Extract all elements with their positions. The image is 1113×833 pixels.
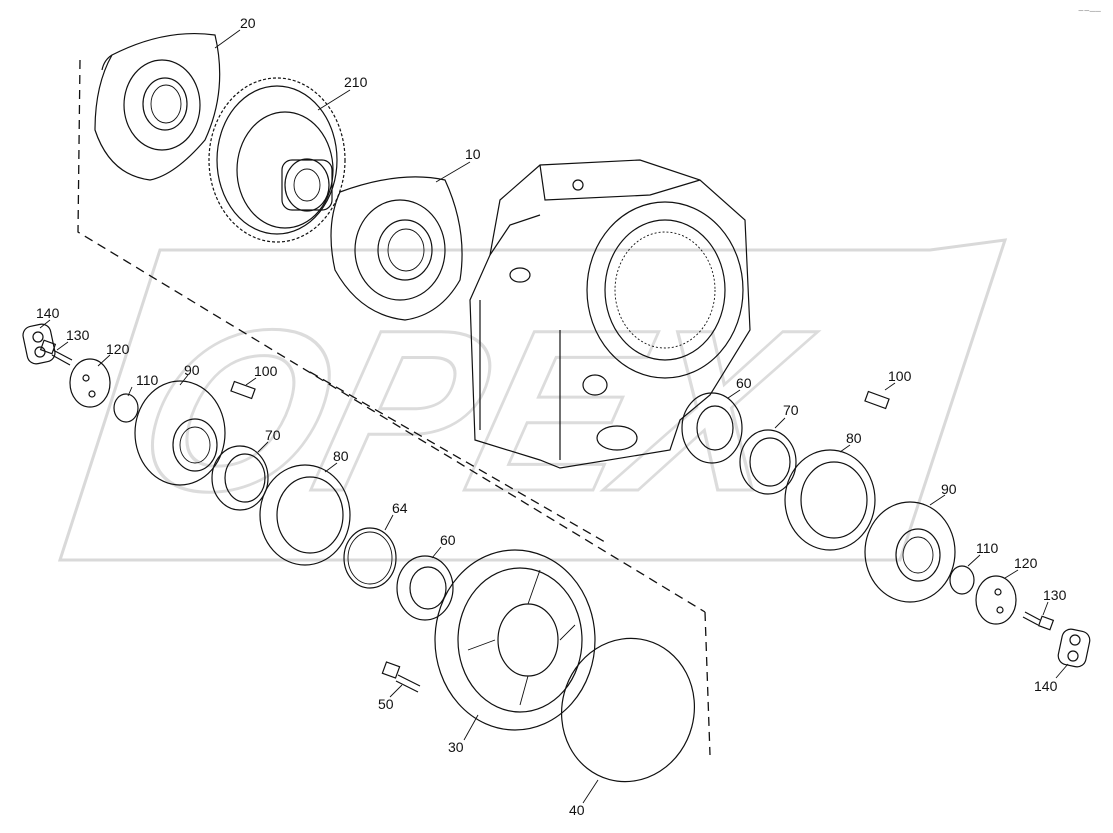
part-100-right-stud: [864, 390, 890, 410]
part-110-left-oring: [113, 393, 139, 423]
label-130-left: 130: [66, 327, 90, 343]
part-110-right-oring: [949, 565, 975, 595]
label-110-right: 110: [976, 540, 999, 556]
part-130-left-bolt: [39, 339, 73, 366]
assembly-dashed-lines: [77, 59, 711, 756]
part-210-gear: [208, 77, 346, 243]
part-130-right-bolt: [1022, 611, 1055, 631]
part-60-left-bearing: [396, 555, 454, 621]
label-130-right: 130: [1043, 587, 1067, 603]
label-70-left: 70: [265, 427, 281, 443]
part-120-left-cap: [69, 358, 111, 408]
label-120-left: 120: [106, 341, 130, 357]
label-100-right: 100: [888, 368, 912, 384]
corner-mark: −−––: [1078, 6, 1101, 17]
label-140-left: 140: [36, 305, 60, 321]
dashed-line-left-shaft: [309, 371, 606, 543]
part-90-left-flange: [134, 380, 226, 486]
label-90-left: 90: [184, 362, 200, 378]
part-labels: 20 210 10 140 130 120 110 90 100 70 80 6…: [36, 15, 1067, 818]
watermark-text: OPEX: [116, 283, 831, 539]
part-50-bolt: [381, 661, 421, 693]
label-100-left: 100: [254, 363, 278, 379]
dashed-line-right-drop: [704, 611, 711, 756]
label-70-right: 70: [783, 402, 799, 418]
part-70-left-seal: [211, 445, 269, 511]
label-80-right: 80: [846, 430, 862, 446]
part-80-right-ring: [784, 449, 876, 551]
watermark-frame: [57, 238, 1008, 562]
part-140-left-plate: [22, 323, 56, 365]
label-120-right: 120: [1014, 555, 1038, 571]
part-10-cover-plate: [330, 176, 463, 321]
part-140-right-plate: [1057, 628, 1091, 668]
part-70-right-seal: [739, 429, 797, 495]
label-60-left: 60: [440, 532, 456, 548]
part-100-left-stud: [230, 380, 256, 400]
label-80-left: 80: [333, 448, 349, 464]
part-80-left-ring: [259, 464, 351, 566]
part-40-oring: [560, 637, 696, 783]
leader-lines: [39, 29, 1069, 804]
label-140-right: 140: [1034, 678, 1058, 694]
label-110-left: 110: [136, 372, 159, 388]
watermark: OPEX: [57, 238, 1008, 562]
transmission-housing: [469, 159, 751, 469]
label-30: 30: [448, 739, 464, 755]
label-40: 40: [569, 802, 585, 818]
label-60-right: 60: [736, 375, 752, 391]
label-50: 50: [378, 696, 394, 712]
part-20-cover-plate: [94, 32, 221, 181]
part-90-right-flange: [864, 501, 956, 603]
part-64-snap-ring: [343, 527, 397, 589]
dashed-line-upper: [77, 59, 706, 613]
part-120-right-cap: [975, 575, 1017, 625]
label-20: 20: [240, 15, 256, 31]
label-64: 64: [392, 500, 408, 516]
part-60-right-bearing: [681, 392, 743, 464]
label-10: 10: [465, 146, 481, 162]
label-90-right: 90: [941, 481, 957, 497]
part-30-bearing-cover: [434, 549, 596, 731]
label-210: 210: [344, 74, 368, 90]
